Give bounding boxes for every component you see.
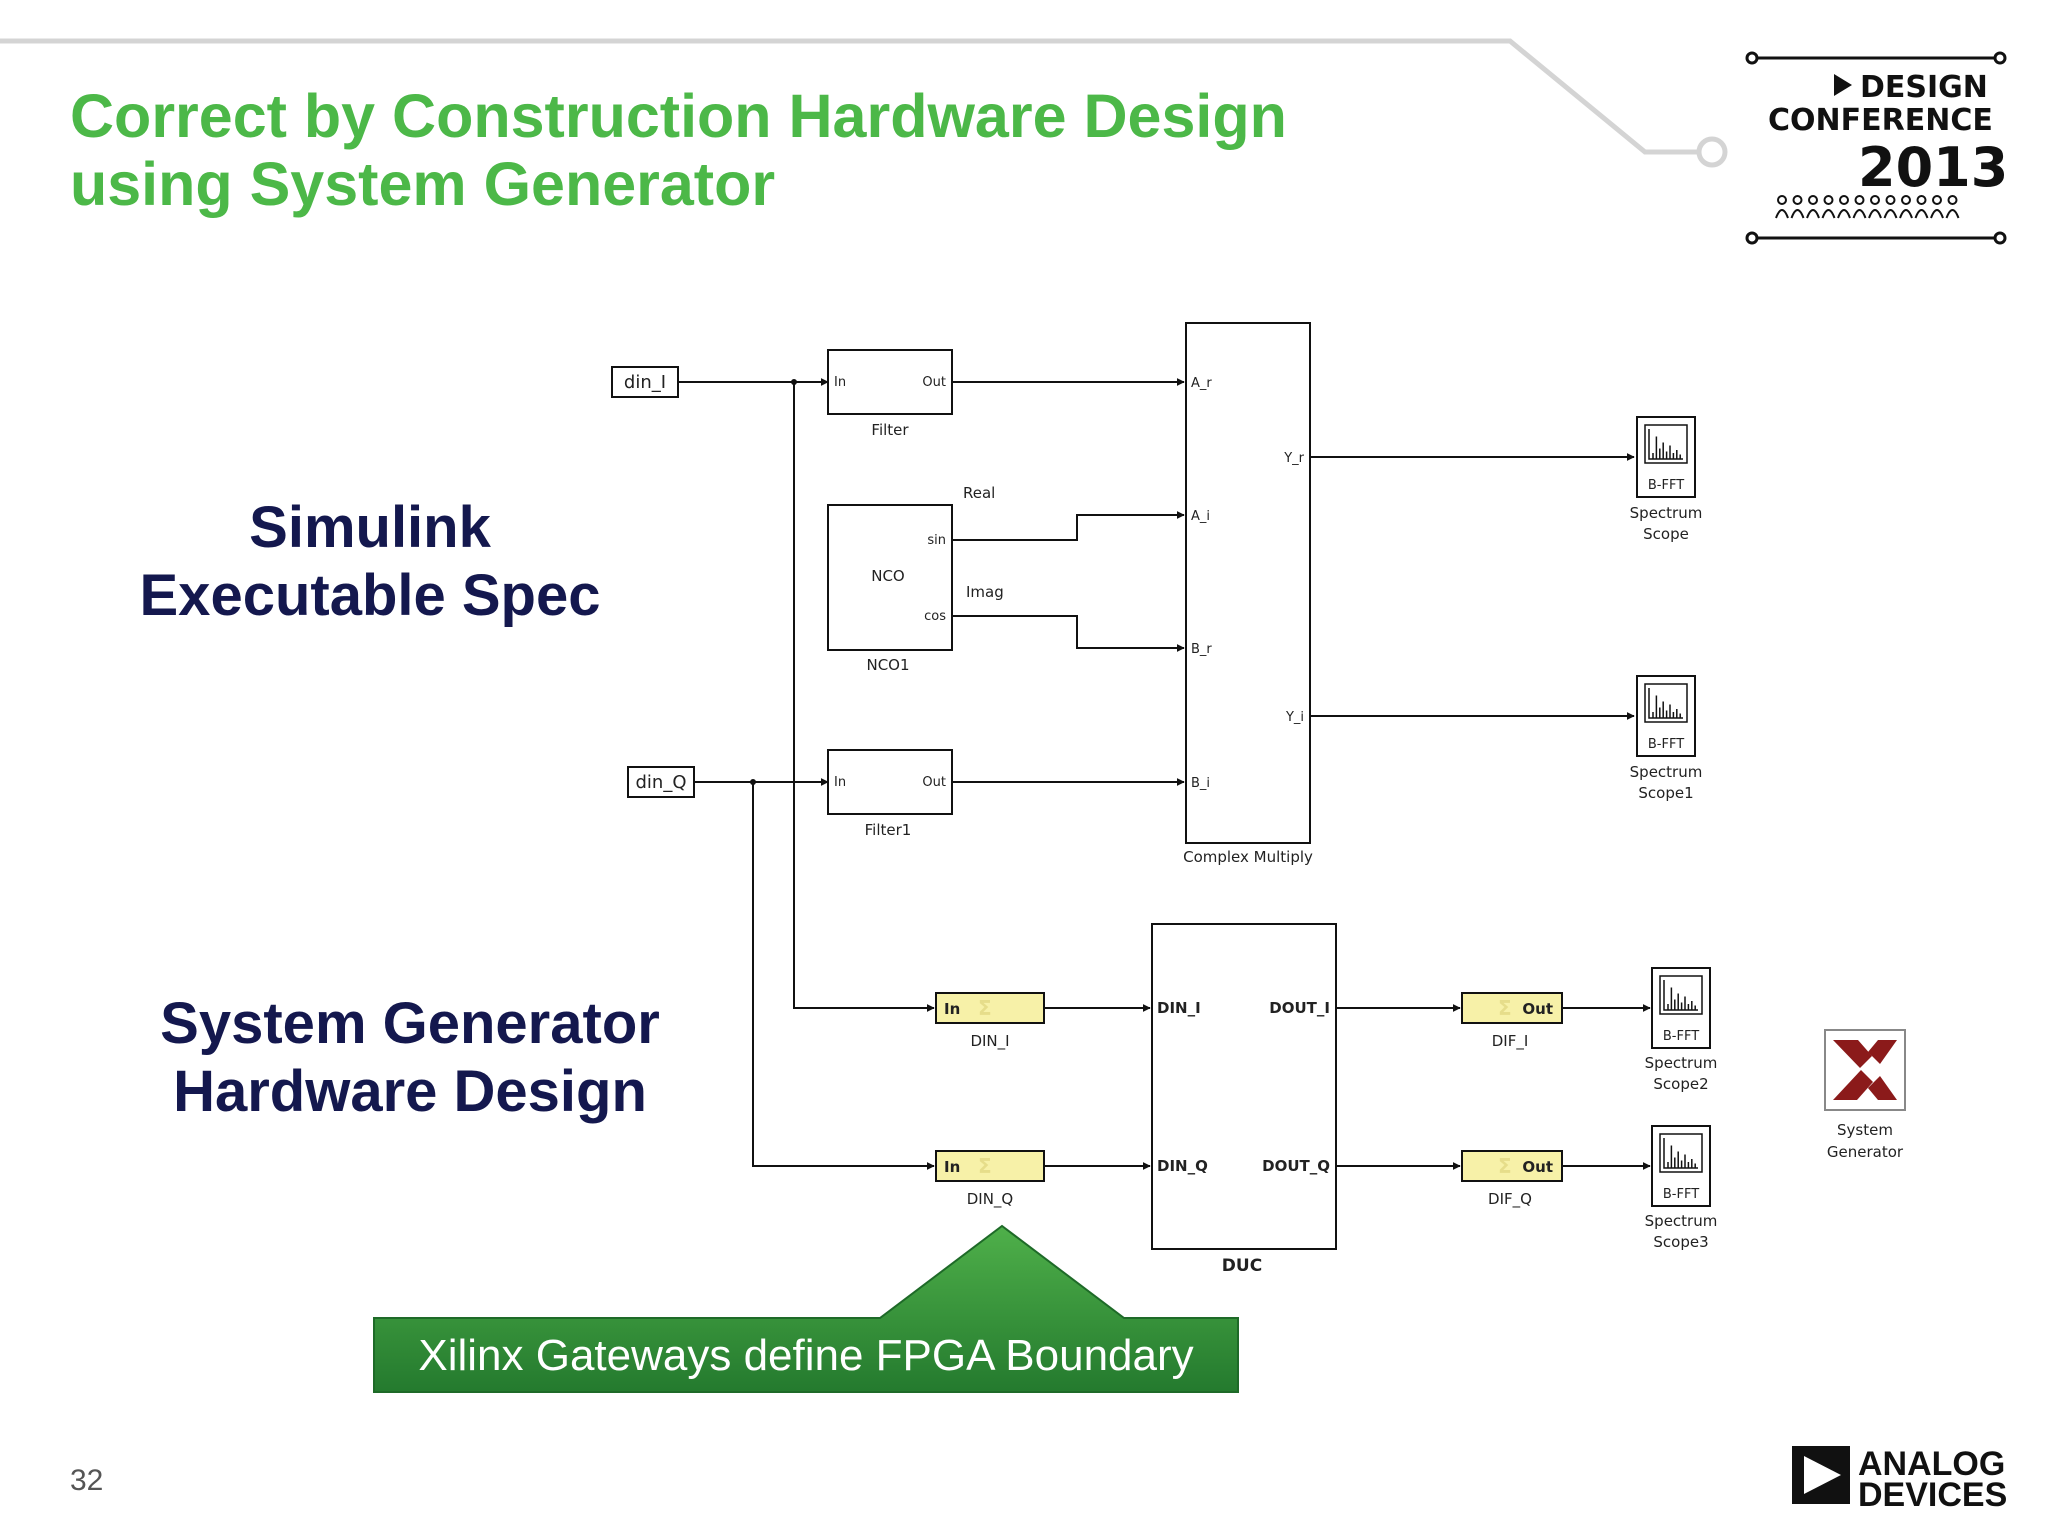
scope2-name-2: Scope2 bbox=[1653, 1075, 1708, 1093]
scope3-label: B-FFT bbox=[1663, 1187, 1699, 1202]
company-word-1: ANALOG bbox=[1858, 1445, 2005, 1483]
sysgen-section-label: System Generator Hardware Design bbox=[130, 990, 690, 1126]
duc-port-dout-q: DOUT_Q bbox=[1262, 1157, 1330, 1175]
xilinx-watermark-icon: Σ bbox=[978, 1154, 992, 1178]
scope-name-2: Scope bbox=[1643, 525, 1689, 543]
signal-label-real: Real bbox=[963, 484, 995, 502]
xilinx-watermark-icon: Σ bbox=[978, 996, 992, 1020]
spectrum-scope3-block: B-FFT Spectrum Scope3 bbox=[1645, 1125, 1718, 1251]
scope2-name-1: Spectrum bbox=[1645, 1054, 1718, 1072]
conference-word-1: DESIGN bbox=[1860, 70, 1988, 105]
play-icon bbox=[1834, 74, 1852, 96]
system-generator-name-1: System bbox=[1837, 1121, 1893, 1139]
conference-year: 2013 bbox=[1858, 136, 2008, 199]
simulink-wires bbox=[678, 378, 1635, 786]
simulink-label-line-1: Simulink bbox=[249, 495, 491, 560]
scope1-name-2: Scope1 bbox=[1638, 784, 1693, 802]
gateway-out-dif-q: Σ Out DIF_Q bbox=[1461, 1150, 1563, 1209]
gateway-in-din-i: In Σ DIN_I bbox=[935, 992, 1045, 1051]
scope3-name-2: Scope3 bbox=[1653, 1233, 1708, 1251]
nco-name: NCO1 bbox=[866, 656, 909, 674]
nco-sin-port: sin bbox=[927, 533, 946, 548]
xilinx-watermark-icon: Σ bbox=[1498, 996, 1512, 1020]
scope1-label: B-FFT bbox=[1648, 737, 1684, 752]
gateway-out-dif-i-label: Out bbox=[1522, 1000, 1553, 1018]
spectrum-plot-icon bbox=[1663, 980, 1698, 1011]
signal-label-imag: Imag bbox=[966, 583, 1004, 601]
filter1-block: In Out Filter1 bbox=[827, 749, 953, 839]
nco-label: NCO bbox=[871, 567, 905, 585]
company-word-2: DEVICES bbox=[1858, 1476, 2007, 1514]
analog-devices-logo: ANALOG DEVICES bbox=[1792, 1445, 2007, 1514]
title-line-2: using System Generator bbox=[70, 150, 776, 218]
input-port-din-q: din_Q bbox=[627, 766, 695, 798]
spectrum-scope2-block: B-FFT Spectrum Scope2 bbox=[1645, 967, 1718, 1093]
sysgen-label-line-2: Hardware Design bbox=[173, 1059, 647, 1124]
port-y-i: Y_i bbox=[1285, 710, 1304, 725]
spectrum-plot-icon bbox=[1663, 1138, 1698, 1169]
scope1-name-1: Spectrum bbox=[1630, 763, 1703, 781]
xilinx-logo-icon bbox=[1833, 1040, 1897, 1100]
input-port-din-i: din_I bbox=[611, 366, 679, 398]
spectrum-scope1-block: B-FFT Spectrum Scope1 bbox=[1630, 675, 1703, 802]
spectrum-plot-icon bbox=[1648, 429, 1683, 460]
gateway-in-din-q-name: DIN_Q bbox=[967, 1190, 1014, 1209]
gateway-in-din-i-name: DIN_I bbox=[970, 1032, 1009, 1051]
scope3-name-1: Spectrum bbox=[1645, 1212, 1718, 1230]
duc-port-din-q: DIN_Q bbox=[1157, 1157, 1208, 1175]
gateway-callout: Xilinx Gateways define FPGA Boundary bbox=[373, 1224, 1239, 1393]
duc-port-dout-i: DOUT_I bbox=[1269, 999, 1330, 1017]
duc-name: DUC bbox=[1222, 1256, 1262, 1276]
gateway-in-din-q: In Σ DIN_Q bbox=[935, 1150, 1045, 1209]
complex-multiply-name: Complex Multiply bbox=[1183, 848, 1313, 866]
scope-name-1: Spectrum bbox=[1630, 504, 1703, 522]
sysgen-wires bbox=[752, 382, 1651, 1170]
system-generator-name-2: Generator bbox=[1827, 1143, 1904, 1161]
gateway-out-dif-i: Σ Out DIF_I bbox=[1461, 992, 1563, 1051]
gateway-out-dif-q-name: DIF_Q bbox=[1488, 1190, 1532, 1209]
callout-text: Xilinx Gateways define FPGA Boundary bbox=[418, 1331, 1193, 1380]
filter-block: In Out Filter bbox=[827, 349, 953, 439]
input-port-din-q-label: din_Q bbox=[635, 772, 686, 793]
gateway-in-din-i-label: In bbox=[944, 1000, 960, 1018]
conference-word-2: CONFERENCE bbox=[1768, 103, 1993, 138]
duc-port-din-i: DIN_I bbox=[1157, 999, 1201, 1017]
simulink-label-line-2: Executable Spec bbox=[139, 563, 601, 628]
spectrum-plot-icon bbox=[1648, 688, 1683, 719]
duc-block: DIN_I DIN_Q DOUT_I DOUT_Q DUC bbox=[1151, 923, 1337, 1276]
header-rule bbox=[0, 38, 1728, 168]
play-icon bbox=[1804, 1456, 1841, 1494]
nco-cos-port: cos bbox=[924, 609, 946, 624]
page-number: 32 bbox=[70, 1464, 104, 1497]
scope2-label: B-FFT bbox=[1663, 1029, 1699, 1044]
input-port-din-i-label: din_I bbox=[624, 372, 666, 393]
slide-title: Correct by Construction Hardware Design … bbox=[70, 82, 1287, 218]
scope-label: B-FFT bbox=[1648, 478, 1684, 493]
people-icon bbox=[1775, 195, 1960, 219]
system-generator-block: System Generator bbox=[1824, 1029, 1906, 1161]
filter-in-port: In bbox=[834, 375, 846, 390]
gateway-in-din-q-label: In bbox=[944, 1158, 960, 1176]
gateway-out-dif-i-name: DIF_I bbox=[1492, 1032, 1529, 1051]
port-a-r: A_r bbox=[1191, 376, 1212, 391]
gateway-out-dif-q-label: Out bbox=[1522, 1158, 1553, 1176]
port-b-r: B_r bbox=[1191, 642, 1212, 657]
filter-out-port: Out bbox=[922, 375, 946, 390]
sysgen-label-line-1: System Generator bbox=[160, 991, 660, 1056]
simulink-section-label: Simulink Executable Spec bbox=[110, 494, 630, 630]
filter1-in-port: In bbox=[834, 775, 846, 790]
title-line-1: Correct by Construction Hardware Design bbox=[70, 82, 1287, 150]
filter1-name: Filter1 bbox=[865, 821, 912, 839]
spectrum-scope-block: B-FFT Spectrum Scope bbox=[1630, 416, 1703, 543]
filter-name: Filter bbox=[871, 421, 909, 439]
design-conference-logo: DESIGN CONFERENCE 2013 bbox=[1745, 51, 2008, 245]
complex-multiply-block: A_r A_i B_r B_i Y_r Y_i Complex Multiply bbox=[1183, 322, 1313, 866]
filter1-out-port: Out bbox=[922, 775, 946, 790]
nco-block: NCO sin cos NCO1 bbox=[827, 504, 953, 674]
port-b-i: B_i bbox=[1191, 776, 1210, 791]
xilinx-watermark-icon: Σ bbox=[1498, 1154, 1512, 1178]
port-a-i: A_i bbox=[1191, 509, 1210, 524]
port-y-r: Y_r bbox=[1283, 451, 1304, 466]
